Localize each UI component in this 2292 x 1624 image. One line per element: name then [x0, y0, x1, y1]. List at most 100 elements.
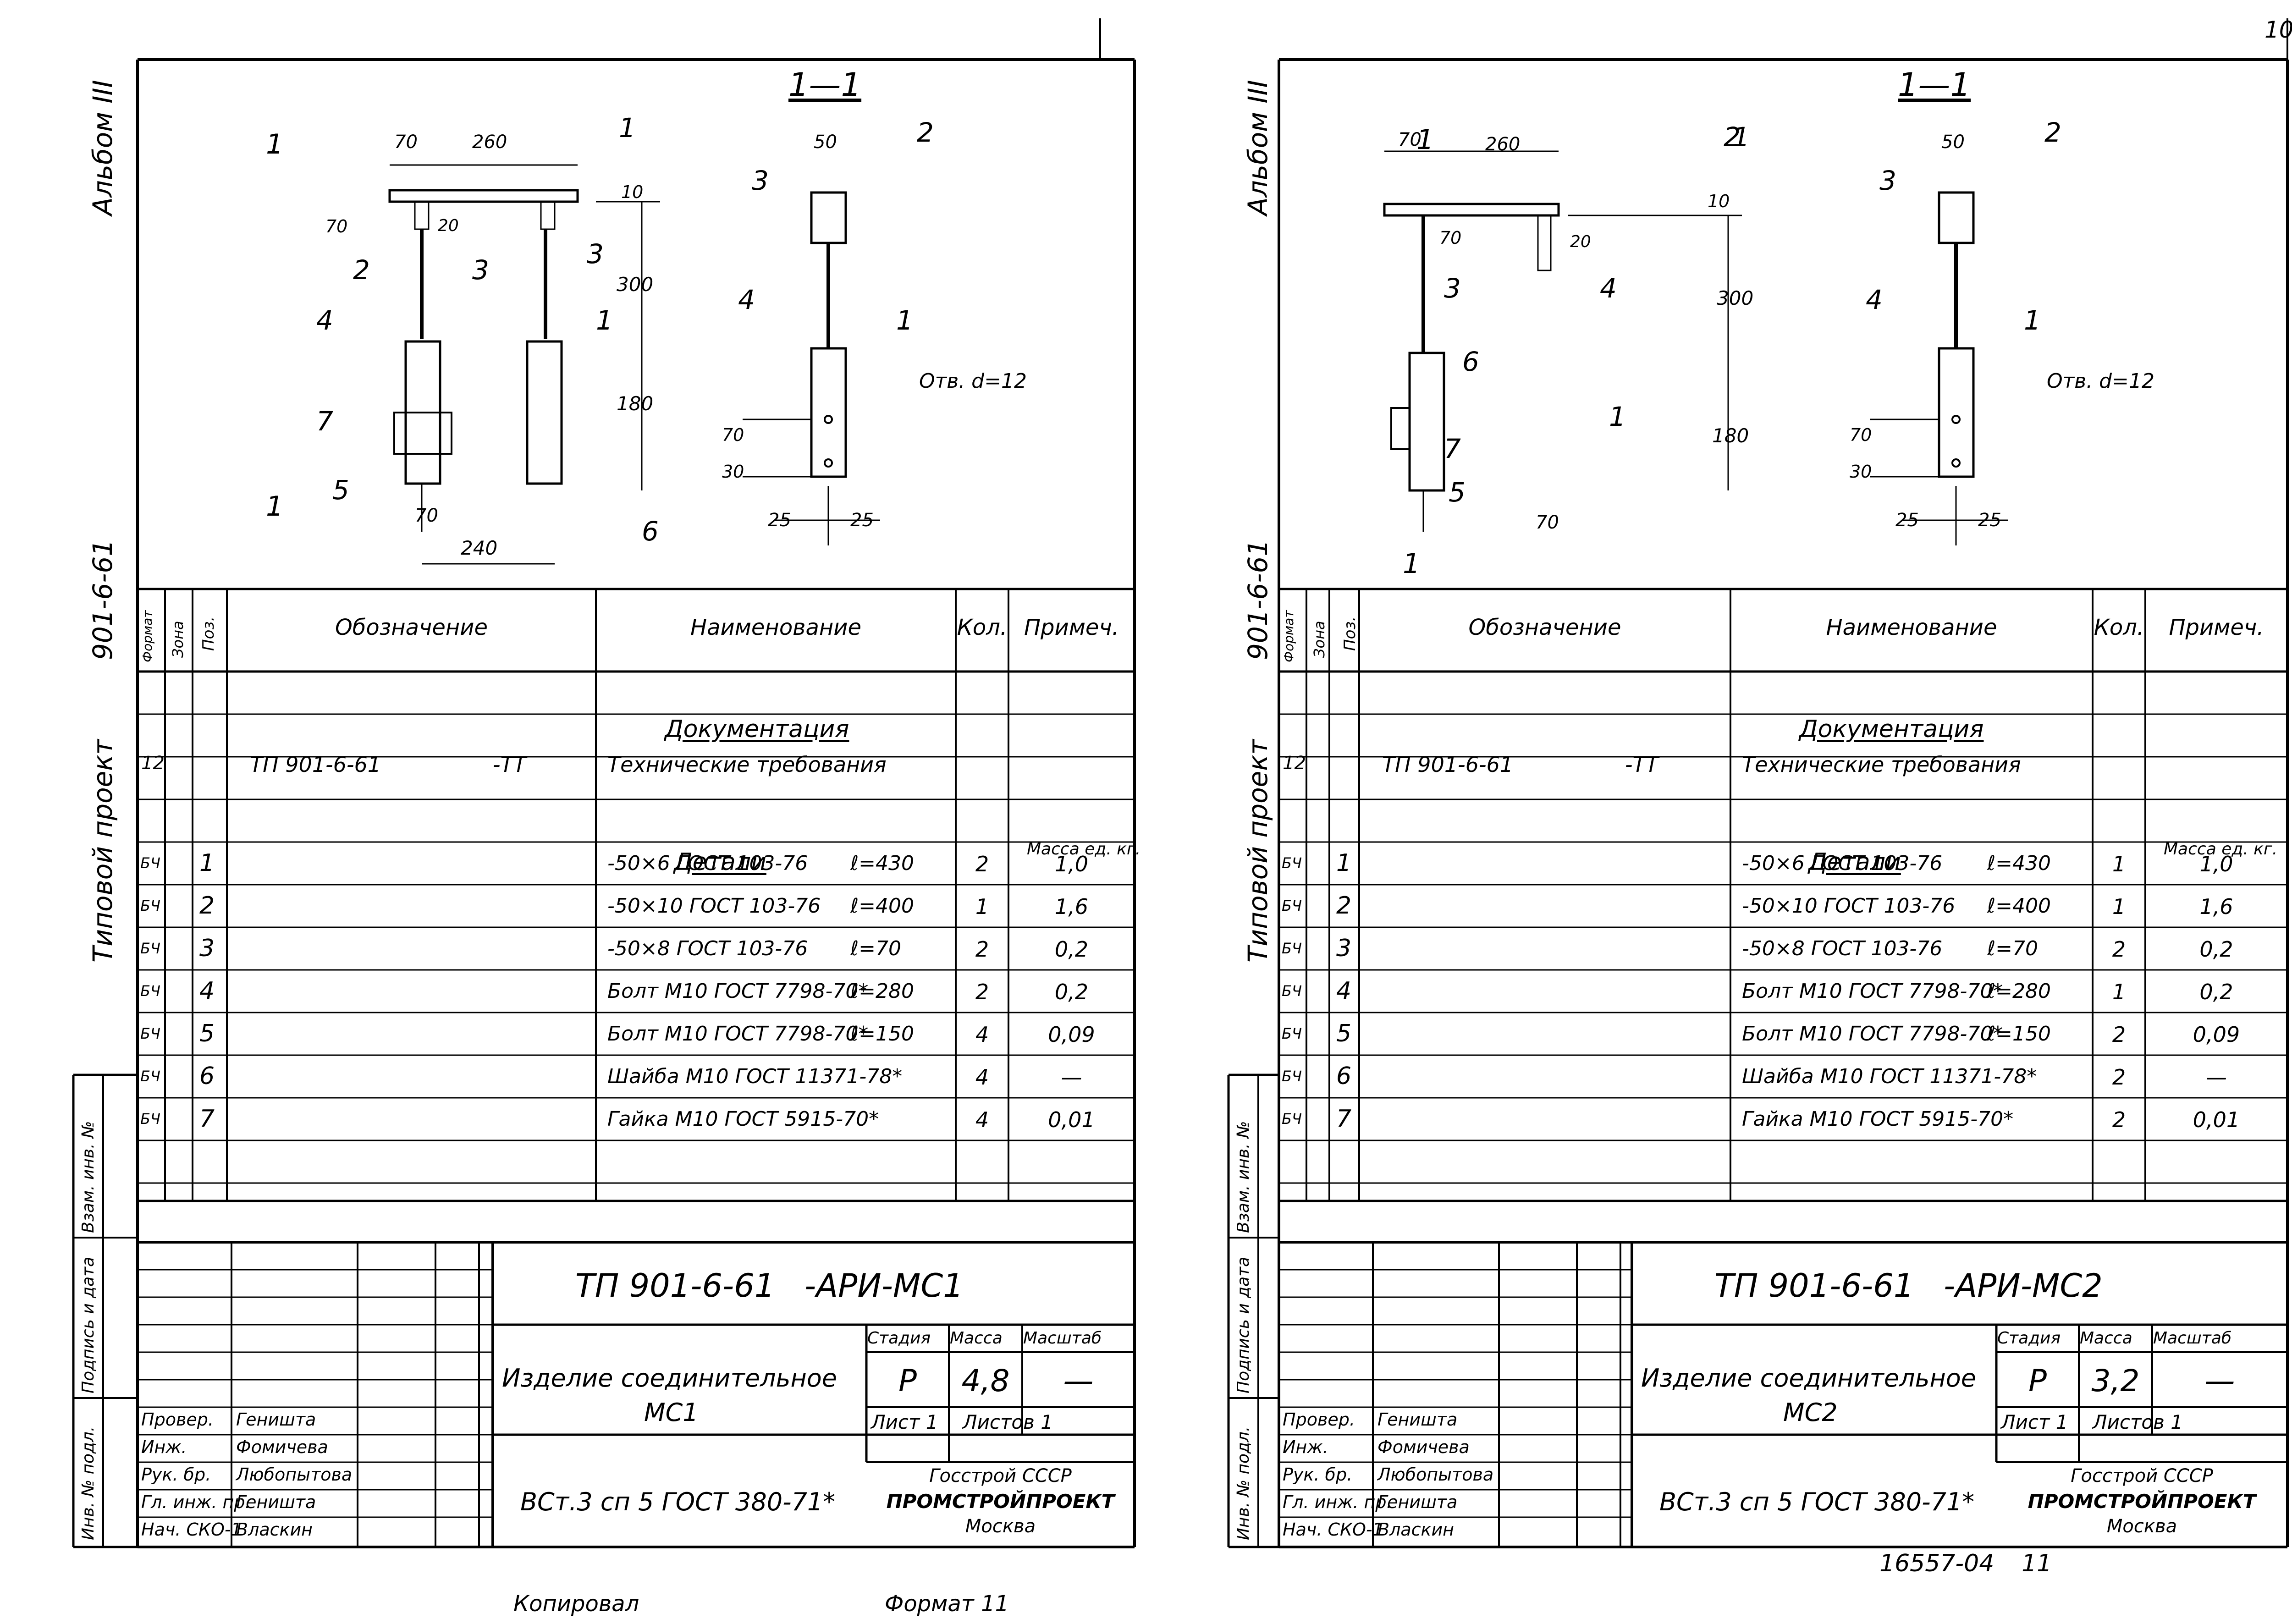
material: ВСт.3 сп 5 ГОСТ 380-71* [520, 1487, 836, 1516]
signer-name: Геништа [236, 1492, 316, 1512]
spec-row-qty: 2 [975, 937, 989, 962]
org-1: Госстрой СССР [2071, 1465, 2213, 1486]
dim-20: 20 [1570, 232, 1591, 251]
spec-row-qty: 2 [2112, 1022, 2126, 1047]
section-hole-top [824, 415, 833, 424]
spec-row-format: БЧ [1282, 1110, 1302, 1128]
callout-2: 2 [1724, 121, 1741, 153]
angle-left [414, 201, 430, 230]
callout-6: 1 [1609, 401, 1626, 432]
doc-row-designation: ТП 901-6-61 [1382, 752, 1514, 777]
spec-row-qty: 1 [2112, 894, 2126, 919]
dim-70-left: 70 [325, 216, 348, 237]
header-pos: Поз. [199, 616, 218, 651]
signer-role: Провер. [1283, 1409, 1355, 1430]
spec-row-length: ℓ=150 [1987, 1022, 2051, 1046]
side-inv: Инв. № подл. [79, 1426, 98, 1540]
material: ВСт.3 сп 5 ГОСТ 380-71* [1659, 1487, 1975, 1516]
dim-180: 180 [1712, 424, 1749, 447]
callout-4: 4 [1600, 273, 1617, 304]
spec-row-format: БЧ [1282, 982, 1302, 1000]
footer-format: Формат 11 [885, 1591, 1009, 1617]
doc-row-designation: ТП 901-6-61 [250, 752, 381, 777]
spec-row-qty: 1 [2112, 852, 2126, 876]
spec-row-format: БЧ [140, 897, 160, 914]
signer-name: Фомичева [1377, 1437, 1470, 1457]
side-project-number: 901-6-61 [1242, 539, 1273, 660]
spec-row-pos: 1 [1336, 849, 1352, 877]
callout-1: 1 [1733, 121, 1750, 153]
side-album: Альбом III [87, 80, 118, 215]
signer-name: Любопытова [1377, 1464, 1494, 1485]
spec-row-name: Шайба М10 ГОСТ 11371-78* [607, 1065, 903, 1088]
stage-value: Р [2028, 1363, 2047, 1398]
section-dim-70: 70 [1850, 425, 1872, 445]
sheet-lines [1227, 18, 2289, 1548]
spec-row-mass: 0,09 [2193, 1022, 2240, 1047]
top-plate [1383, 203, 1560, 217]
spec-row-format: БЧ [1282, 1068, 1302, 1085]
spec-row-mass: 0,2 [1054, 980, 1089, 1004]
sheets-label: Листов 1 [963, 1411, 1053, 1433]
header-designation: Обозначение [1468, 615, 1621, 640]
strip [1408, 352, 1445, 492]
spec-row-length: ℓ=280 [850, 980, 915, 1003]
section-dim-50: 50 [1941, 132, 1965, 153]
spec-row-mass: 0,2 [2199, 980, 2233, 1004]
section-strip [810, 347, 847, 478]
callout-7: 7 [316, 406, 333, 437]
corner-mark: 10 [2264, 17, 2292, 43]
cut-mark-top: 1 [1416, 124, 1434, 156]
sheet-lines [72, 18, 1136, 1548]
section-callout-1: 3 [1879, 165, 1896, 196]
section-dim-50: 50 [814, 132, 837, 153]
spec-row-length: ℓ=70 [850, 937, 902, 960]
scale-value: — [2204, 1363, 2235, 1398]
spec-row-pos: 6 [1336, 1062, 1352, 1090]
section-top-block [810, 191, 847, 244]
title-code: ТП 901-6-61 [575, 1267, 775, 1305]
spec-row-qty: 2 [2112, 1065, 2126, 1090]
callout-8: 5 [332, 474, 349, 506]
sheet-label: Лист 1 [2001, 1411, 2068, 1433]
org-3: Москва [2106, 1516, 2177, 1537]
spec-row-name: Гайка М10 ГОСТ 5915-70* [1742, 1107, 2014, 1131]
spec-row-mass: — [2206, 1065, 2227, 1090]
spec-row-qty: 2 [975, 852, 989, 876]
spec-row-name: Болт М10 ГОСТ 7798-70* [1742, 980, 2003, 1003]
spec-row-qty: 1 [975, 894, 989, 919]
spec-row-format: БЧ [140, 1068, 160, 1085]
signer-name: Фомичева [236, 1437, 328, 1457]
spec-row-qty: 4 [975, 1107, 989, 1132]
strip-right [526, 340, 563, 485]
signer-role: Гл. инж. пр. [141, 1492, 251, 1512]
footer-page-no: 11 [2022, 1550, 2052, 1577]
dim-260: 260 [472, 132, 507, 153]
mass-value: 4,8 [961, 1363, 1010, 1398]
sheets-label: Листов 1 [2093, 1411, 2183, 1433]
header-qty: Кол. [957, 615, 1008, 640]
side-project-number: 901-6-61 [87, 539, 118, 660]
signer-role: Инж. [141, 1437, 187, 1457]
cut-mark-bottom: 1 [266, 490, 284, 523]
spec-row-qty: 2 [2112, 937, 2126, 962]
section-hole-bottom [824, 458, 833, 468]
item-name-1: Изделие соединительное [1641, 1364, 1977, 1393]
spec-row-name: Болт М10 ГОСТ 7798-70* [607, 980, 869, 1003]
stage-label: Стадия [1997, 1329, 2061, 1348]
item-name-2: МС1 [644, 1398, 699, 1427]
title-code-suffix: -АРИ-МС2 [1944, 1267, 2103, 1305]
side-vzam: Взам. инв. № [1234, 1121, 1253, 1233]
callout-4: 3 [472, 254, 489, 286]
dim-10: 10 [1708, 191, 1730, 211]
spec-row-format: БЧ [140, 1025, 160, 1042]
section-strip [1938, 347, 1975, 478]
stage-label: Стадия [867, 1329, 931, 1348]
spec-row-qty: 2 [2112, 1107, 2126, 1132]
section-documentation: Документация [1799, 716, 1984, 743]
section-hole-top [1951, 415, 1961, 424]
section-top-block [1938, 191, 1975, 244]
callout-7: 7 [1444, 433, 1461, 464]
spec-row-pos: 3 [199, 935, 215, 962]
